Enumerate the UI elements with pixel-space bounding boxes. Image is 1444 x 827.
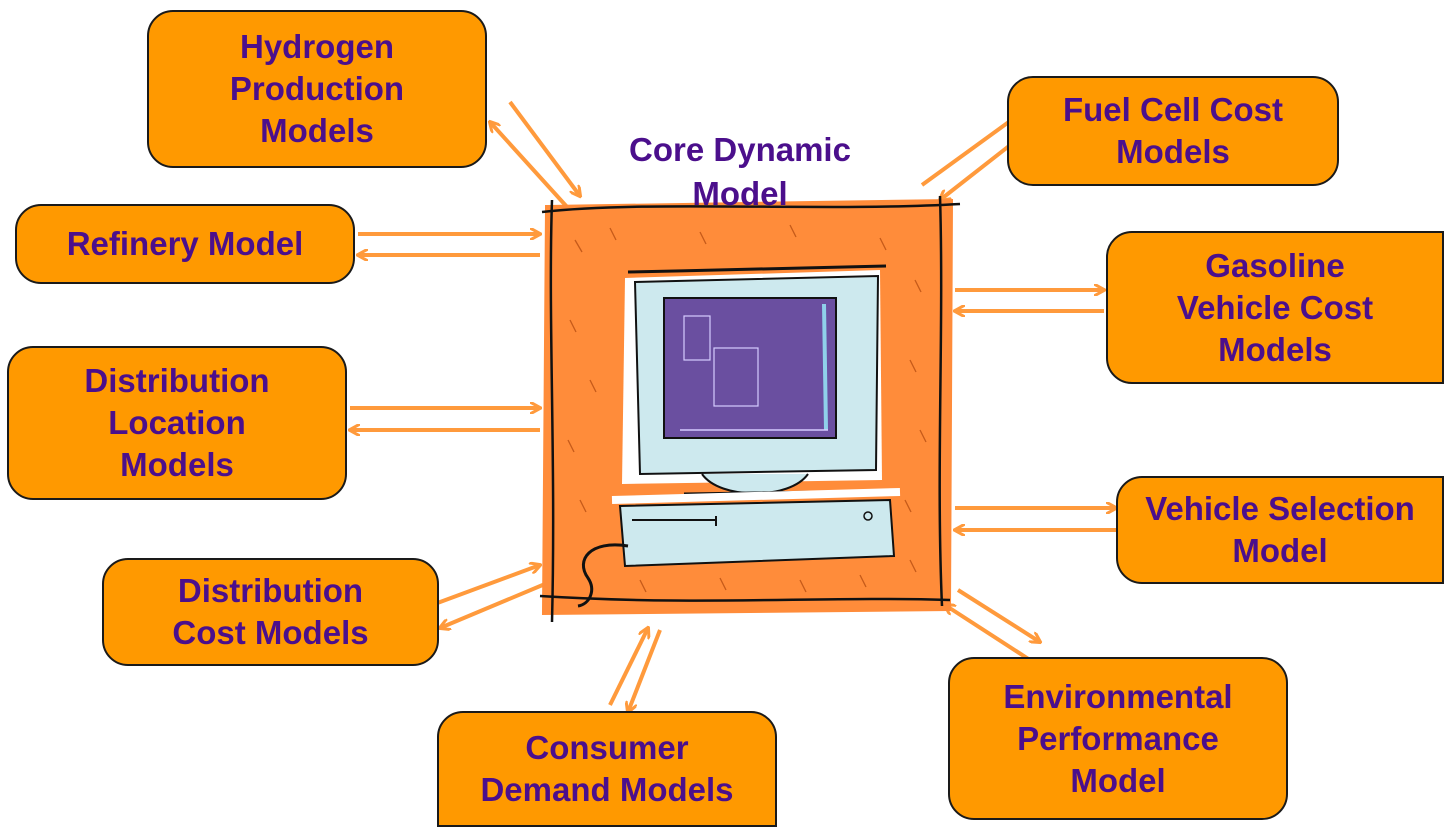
monitor-screen bbox=[663, 297, 837, 439]
fuel-cell-cost-label: Fuel Cell Cost Models bbox=[1062, 91, 1284, 170]
arrow-distcost-out bbox=[440, 582, 546, 628]
arrow-env-in bbox=[945, 605, 1032, 662]
gasoline-vehicle-cost-box[interactable]: Gasoline Vehicle Cost Models bbox=[1106, 231, 1444, 384]
distribution-cost-label: Distribution Cost Models bbox=[172, 572, 369, 651]
hydrogen-production-label: Hydrogen Production Models bbox=[229, 28, 405, 149]
consumer-demand-box[interactable]: Consumer Demand Models bbox=[437, 711, 777, 827]
gasoline-vehicle-cost-label: Gasoline Vehicle Cost Models bbox=[1176, 246, 1374, 368]
refinery-model-box[interactable]: Refinery Model bbox=[15, 204, 355, 284]
arrow-consumer-in bbox=[608, 628, 648, 706]
environmental-performance-box[interactable]: Environmental Performance Model bbox=[948, 657, 1288, 820]
hydrogen-production-box[interactable]: Hydrogen Production Models bbox=[147, 10, 487, 168]
consumer-demand-label: Consumer Demand Models bbox=[480, 729, 734, 808]
arrow-distcost-in bbox=[431, 565, 540, 607]
environmental-performance-label: Environmental Performance Model bbox=[1003, 677, 1233, 799]
arrow-env-out bbox=[956, 588, 1040, 642]
distribution-location-box[interactable]: Distribution Location Models bbox=[7, 346, 347, 500]
refinery-model-label: Refinery Model bbox=[66, 225, 304, 262]
vehicle-selection-box[interactable]: Vehicle Selection Model bbox=[1116, 476, 1444, 584]
arrow-hydrogen-out bbox=[490, 122, 570, 210]
vehicle-selection-label: Vehicle Selection Model bbox=[1145, 490, 1415, 569]
fuel-cell-cost-box[interactable]: Fuel Cell Cost Models bbox=[1007, 76, 1339, 186]
arrow-consumer-out bbox=[628, 629, 662, 712]
computer-base bbox=[618, 498, 896, 568]
arrow-hydrogen-in bbox=[508, 100, 580, 196]
distribution-cost-box[interactable]: Distribution Cost Models bbox=[102, 558, 439, 666]
core-model-title: Core Dynamic Model bbox=[629, 131, 851, 212]
cable bbox=[577, 543, 629, 608]
distribution-location-label: Distribution Location Models bbox=[84, 362, 270, 483]
